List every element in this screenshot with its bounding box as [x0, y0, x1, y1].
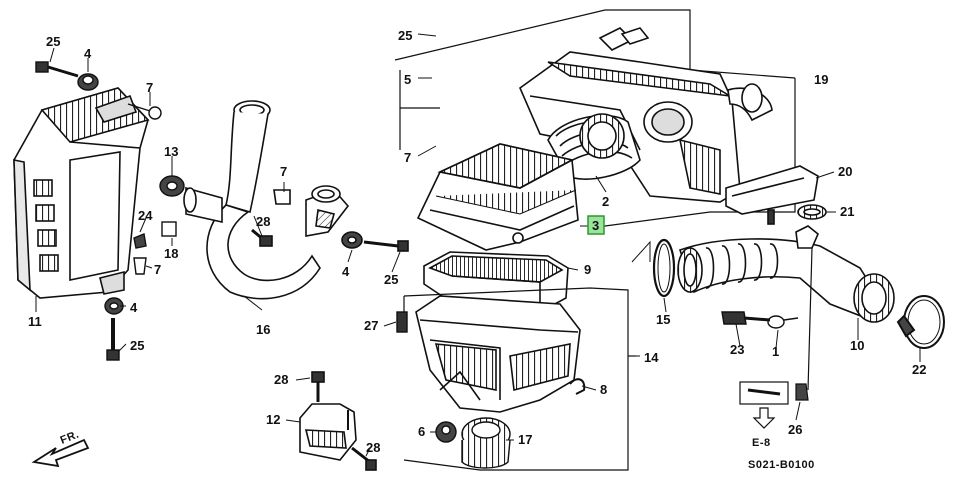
- callout-10: 10: [850, 338, 864, 353]
- callout-9: 9: [584, 262, 591, 277]
- callout-15: 15: [656, 312, 670, 327]
- callout-27: 27: [364, 318, 378, 333]
- callout-25: 25: [130, 338, 144, 353]
- callout-7: 7: [404, 150, 411, 165]
- cover-3-drawing: [416, 143, 579, 251]
- callout-17: 17: [518, 432, 532, 447]
- callout-25: 25: [46, 34, 60, 49]
- callout-7: 7: [154, 262, 161, 277]
- leader-15-bracket: [631, 240, 651, 263]
- callout-7: 7: [146, 80, 153, 95]
- callout-25: 25: [384, 272, 398, 287]
- reference-label: E-8: [752, 437, 771, 449]
- callout-26: 26: [788, 422, 802, 437]
- front-arrow: [31, 438, 90, 468]
- callout-28: 28: [274, 372, 288, 387]
- callout-5: 5: [404, 72, 411, 87]
- callout-22: 22: [912, 362, 926, 377]
- callouts: 25 4 7 13 7 24 18 28 7 11 4 25 16 4 25 2…: [28, 28, 926, 471]
- callout-20: 20: [838, 164, 852, 179]
- duct-20-drawing: [725, 165, 827, 225]
- callout-13: 13: [164, 144, 178, 159]
- callout-4: 4: [84, 46, 92, 61]
- callout-16: 16: [256, 322, 270, 337]
- callout-11: 11: [28, 314, 42, 329]
- clamp-22-drawing: [896, 295, 945, 349]
- callout-25: 25: [398, 28, 412, 43]
- callout-23: 23: [730, 342, 744, 357]
- callout-24: 24: [138, 208, 153, 223]
- left-fasteners: [35, 61, 185, 361]
- callout-7: 7: [280, 164, 287, 179]
- ring-15-drawing: [652, 238, 676, 298]
- diagram-code: S021-B0100: [748, 459, 815, 471]
- callout-6: 6: [418, 424, 425, 439]
- callout-8: 8: [600, 382, 607, 397]
- callout-28: 28: [366, 440, 380, 455]
- housing-14-drawing: [415, 295, 581, 413]
- inset-e8: [739, 381, 809, 429]
- sensor-23-drawing: [721, 311, 799, 329]
- resonator-11-drawing: [13, 87, 150, 299]
- callout-4: 4: [130, 300, 138, 315]
- callout-3-highlighted: 3: [592, 218, 599, 233]
- callout-18: 18: [164, 246, 178, 261]
- duct-10-drawing: [677, 225, 895, 391]
- callout-1: 1: [772, 344, 779, 359]
- callout-19: 19: [814, 72, 828, 87]
- callout-2: 2: [602, 194, 609, 209]
- callout-28: 28: [256, 214, 270, 229]
- callout-14: 14: [644, 350, 659, 365]
- intake-tube-16-drawing: [183, 100, 409, 300]
- lower-fasteners: [396, 311, 586, 469]
- highlight-box: [587, 215, 605, 235]
- callout-12: 12: [266, 412, 280, 427]
- leader-lines: [35, 33, 921, 457]
- callout-4: 4: [342, 264, 350, 279]
- bracket-12-drawing: [299, 371, 377, 471]
- callout-21: 21: [840, 204, 854, 219]
